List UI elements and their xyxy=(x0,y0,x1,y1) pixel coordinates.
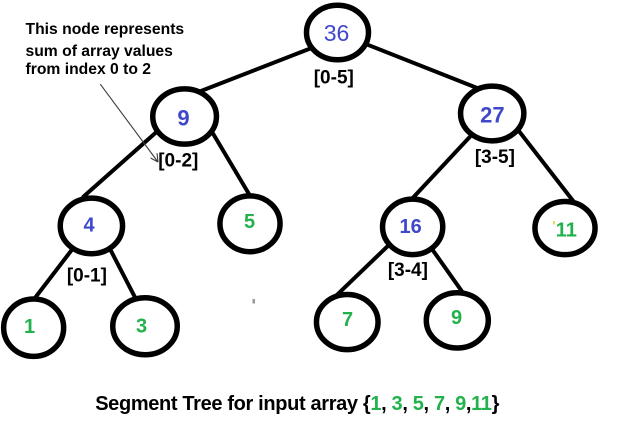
svg-text:9: 9 xyxy=(177,106,189,131)
svg-text:3: 3 xyxy=(136,316,147,338)
svg-text:[0-2]: [0-2] xyxy=(158,150,198,171)
svg-text:27: 27 xyxy=(480,102,504,127)
svg-text:36: 36 xyxy=(324,20,350,46)
svg-text:11: 11 xyxy=(556,219,577,241)
svg-text:5: 5 xyxy=(244,211,255,233)
svg-text:1: 1 xyxy=(24,316,35,338)
svg-text:sum of array values: sum of array values xyxy=(26,43,174,60)
svg-text:16: 16 xyxy=(399,216,421,238)
svg-text:from index 0 to 2: from index 0 to 2 xyxy=(26,61,152,78)
svg-text:7: 7 xyxy=(342,309,353,331)
svg-text:Segment Tree for input array {: Segment Tree for input array {1, 3, 5, 7… xyxy=(95,393,499,415)
svg-text:[3-5]: [3-5] xyxy=(475,147,515,168)
svg-text:[0-1]: [0-1] xyxy=(67,265,107,286)
svg-text:[3-4]: [3-4] xyxy=(388,260,428,281)
svg-text:9: 9 xyxy=(451,307,462,329)
svg-text:[0-5]: [0-5] xyxy=(314,68,354,89)
svg-text:4: 4 xyxy=(83,215,95,237)
svg-text:This node represents: This node represents xyxy=(26,21,185,38)
